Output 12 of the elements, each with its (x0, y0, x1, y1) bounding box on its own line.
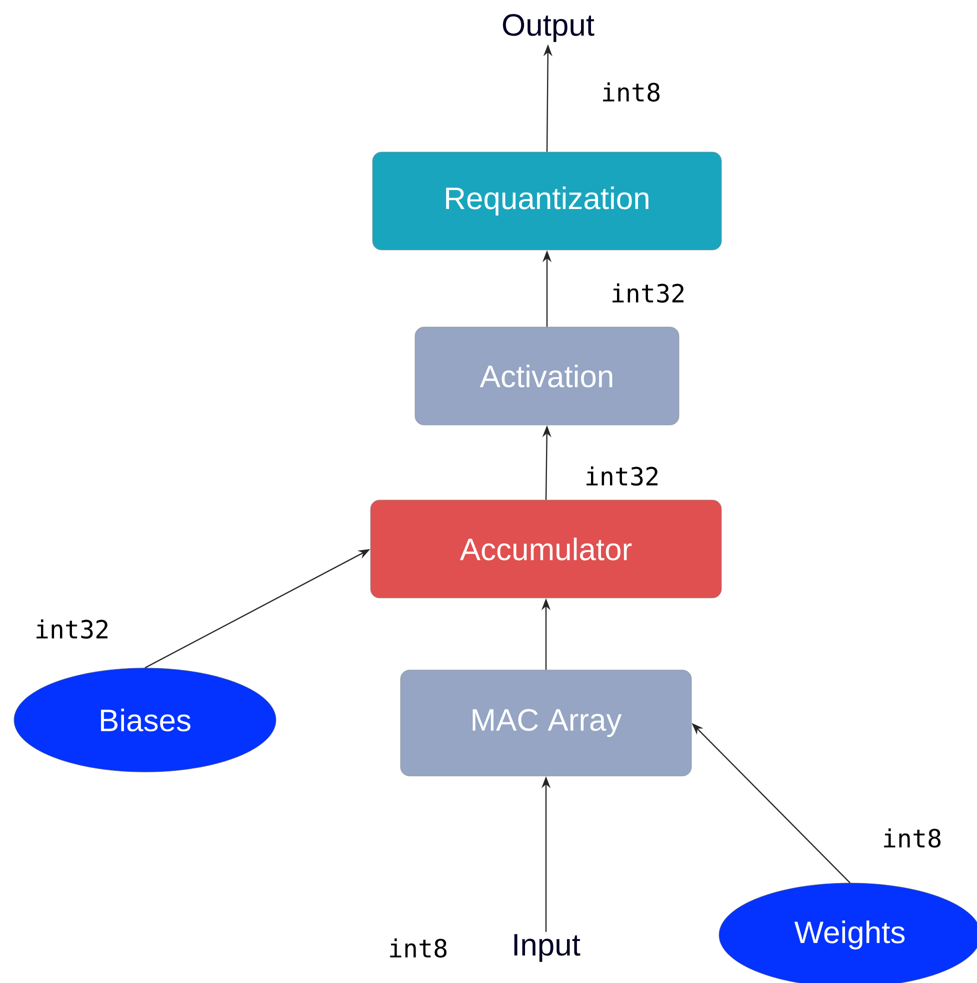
process-box: MAC Array (400, 670, 692, 776)
edge-label: int32 (583, 465, 661, 487)
edge-label: int32 (33, 618, 111, 640)
process-box: Requantization (372, 152, 722, 250)
edge-label: int8 (880, 827, 944, 849)
process-box: Activation (414, 326, 680, 426)
node-label: Input (514, 934, 580, 962)
node-label: Output (502, 14, 594, 42)
process-box: Accumulator (370, 500, 722, 598)
edge-label: int8 (600, 81, 662, 103)
edge-label: int32 (609, 282, 687, 304)
type-label: int8 (390, 938, 447, 958)
